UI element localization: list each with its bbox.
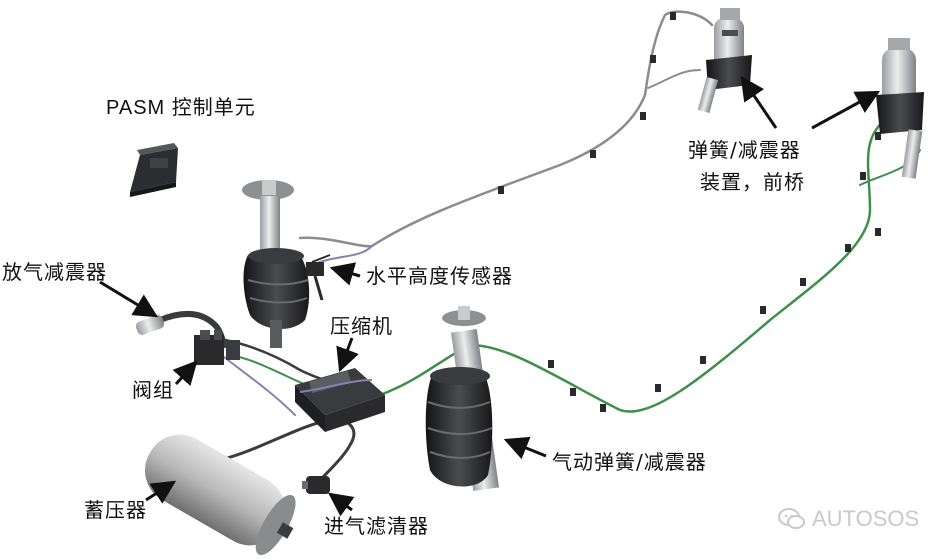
arrow-intake-filter: [328, 492, 355, 517]
front-right-strut-graphic: [876, 38, 924, 179]
rear-left-strut-graphic: [242, 180, 310, 348]
label-compressor: 压缩机: [330, 314, 393, 338]
watermark: AUTOSOS: [778, 506, 919, 532]
label-accumulator: 蓄压器: [84, 498, 147, 522]
pipe-grey-front-left: [298, 10, 714, 248]
label-air-spring-damper: 气动弹簧/减震器: [552, 450, 707, 474]
arrow-level-sensor: [329, 262, 361, 286]
bleed-damper-graphic: [135, 315, 165, 335]
valve-block-graphic: [194, 330, 240, 365]
wechat-icon: [778, 508, 805, 529]
label-valve-block: 阀组: [132, 378, 174, 402]
label-spring-strut-front-2: 装置，前桥: [700, 170, 805, 194]
label-pasm-control-unit: PASM 控制单元: [106, 97, 256, 119]
arrow-valve-block: [172, 360, 198, 387]
pipe-grey-front-left-2: [647, 69, 701, 89]
arrow-bleed-damper: [99, 280, 159, 318]
arrow-accumulator: [145, 480, 177, 504]
arrow-front-left: [740, 76, 778, 129]
accumulator-graphic: [144, 434, 296, 556]
front-left-strut-graphic: [697, 8, 752, 113]
label-level-sensor: 水平高度传感器: [366, 264, 513, 288]
arrow-compressor: [336, 337, 359, 373]
watermark-text: AUTOSOS: [812, 506, 920, 531]
compressor-graphic: [295, 368, 385, 432]
intake-filter-graphic: [302, 476, 330, 494]
rear-right-strut-graphic: [425, 306, 500, 492]
level-sensor-graphic: [306, 254, 331, 301]
arrow-air-spring: [503, 436, 547, 460]
label-intake-filter: 进气滤清器: [324, 514, 429, 538]
label-spring-strut-front: 弹簧/减震器: [688, 138, 801, 162]
arrow-front-right: [811, 90, 881, 130]
callout-arrows: [99, 76, 881, 517]
pasm-control-unit-graphic: [130, 143, 178, 197]
label-bleed-damper: 放气减震器: [2, 260, 107, 284]
